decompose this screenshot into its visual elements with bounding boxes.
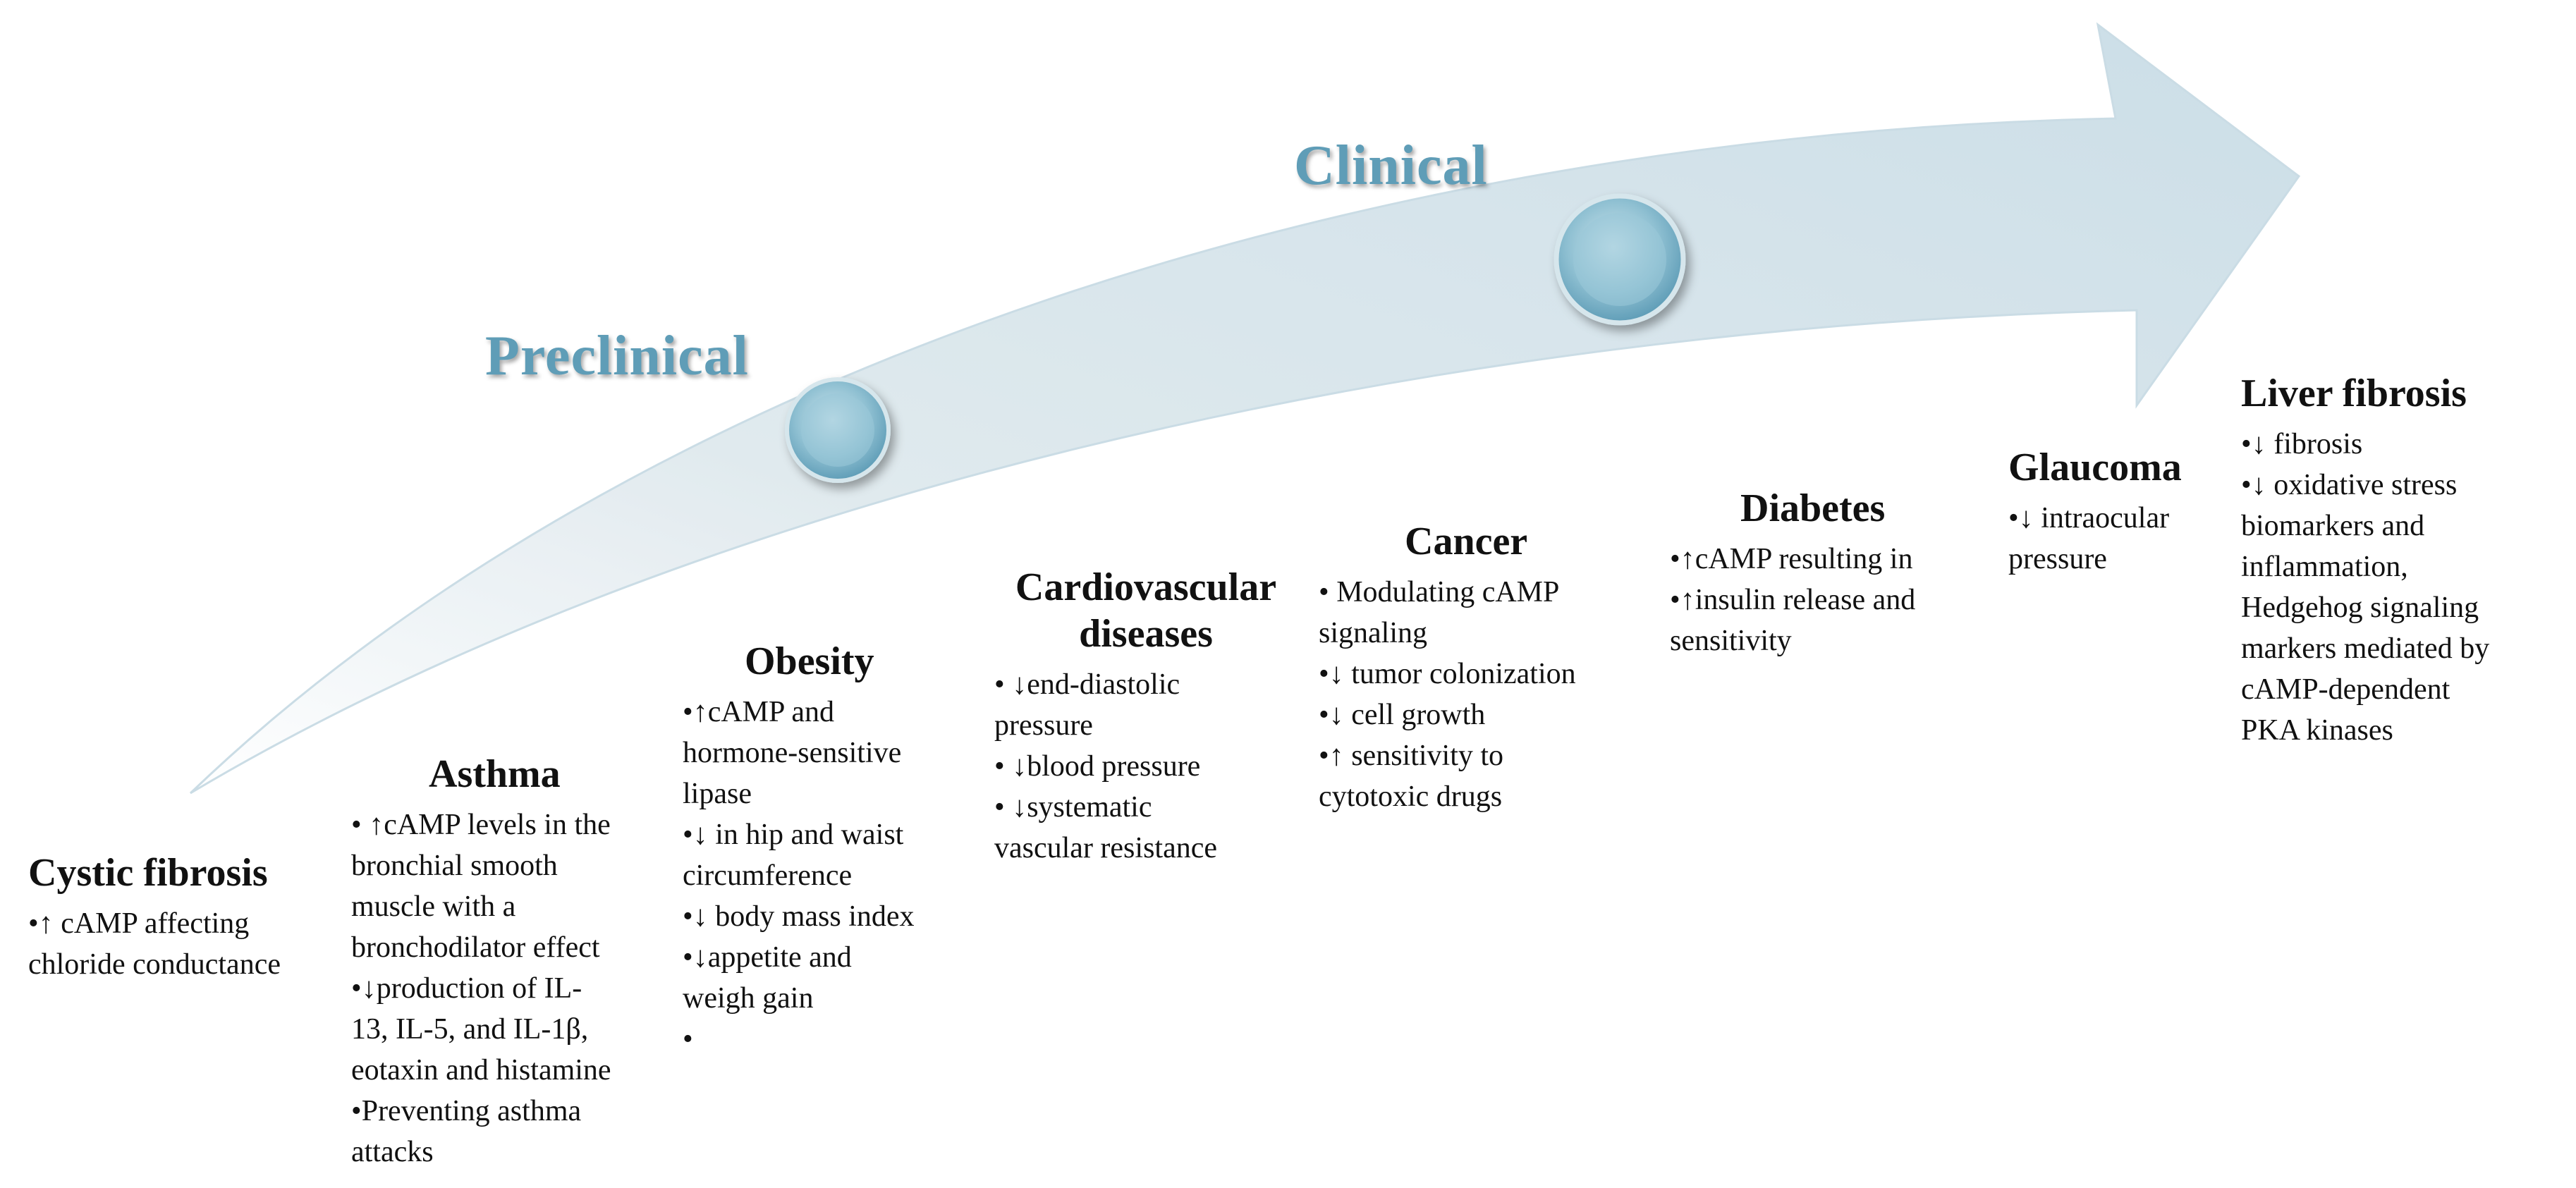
disease-line: •↓ intraocular bbox=[2008, 502, 2170, 534]
disease-diabetes: Diabetes •↑cAMP resulting in •↑insulin r… bbox=[1670, 485, 1915, 661]
disease-line: 13, IL-5, and IL-1β, bbox=[351, 1013, 589, 1046]
disease-line: pressure bbox=[994, 709, 1093, 742]
disease-line: inflammation, bbox=[2241, 551, 2408, 583]
disease-title: Cardiovascular diseases bbox=[994, 564, 1298, 657]
disease-line: •↑cAMP and bbox=[683, 696, 834, 728]
disease-line: lipase bbox=[683, 778, 752, 810]
disease-liver-fibrosis: Liver fibrosis •↓ fibrosis •↓ oxidative … bbox=[2241, 370, 2489, 751]
disease-line: •↓ fibrosis bbox=[2241, 428, 2363, 460]
disease-title: Asthma bbox=[429, 752, 561, 796]
disease-cancer: Cancer • Modulating cAMP signaling •↓ tu… bbox=[1319, 518, 1576, 817]
disease-title: Liver fibrosis bbox=[2241, 372, 2467, 415]
disease-line: •↓production of IL- bbox=[351, 972, 582, 1005]
disease-glaucoma: Glaucoma •↓ intraocular pressure bbox=[2008, 444, 2182, 580]
disease-line: • ↓blood pressure bbox=[994, 750, 1201, 783]
disease-title: Diabetes bbox=[1740, 486, 1886, 530]
disease-title: Glaucoma bbox=[2008, 446, 2182, 489]
disease-line: •Preventing asthma bbox=[351, 1095, 582, 1127]
disease-line: •↓ cell growth bbox=[1319, 699, 1486, 731]
disease-title-line: diseases bbox=[1079, 612, 1213, 656]
disease-line: •↑ sensitivity to bbox=[1319, 740, 1504, 772]
disease-line: • ↑cAMP levels in the bbox=[351, 809, 611, 841]
disease-line: cAMP-dependent bbox=[2241, 673, 2450, 706]
disease-line: biomarkers and bbox=[2241, 510, 2425, 542]
disease-line: •↓ in hip and waist bbox=[683, 819, 904, 851]
disease-line: •↓appetite and bbox=[683, 941, 852, 974]
disease-line: •↑cAMP resulting in bbox=[1670, 543, 1913, 575]
arrow-body bbox=[189, 22, 2301, 795]
disease-line: PKA kinases bbox=[2241, 714, 2393, 747]
disease-line: bronchial smooth bbox=[351, 850, 558, 882]
stage-label-clinical: Clinical bbox=[1294, 135, 1488, 197]
disease-line: pressure bbox=[2008, 543, 2107, 575]
disease-obesity: Obesity •↑cAMP and hormone-sensitive lip… bbox=[683, 638, 915, 1060]
disease-line: attacks bbox=[351, 1136, 434, 1168]
disease-line: •↑ cAMP affecting bbox=[28, 907, 250, 940]
disease-line: markers mediated by bbox=[2241, 632, 2490, 665]
disease-line: •↓ tumor colonization bbox=[1319, 658, 1576, 690]
disease-cardiovascular: Cardiovascular diseases • ↓end-diastolic… bbox=[994, 564, 1298, 869]
disease-line: signaling bbox=[1319, 617, 1427, 649]
disease-line: • ↓end-diastolic bbox=[994, 668, 1180, 701]
disease-title: Obesity bbox=[745, 639, 874, 683]
disease-line: weigh gain bbox=[683, 982, 814, 1015]
preclinical-marker bbox=[785, 377, 891, 483]
disease-line: circumference bbox=[683, 859, 853, 892]
disease-line: muscle with a bbox=[351, 890, 516, 923]
disease-line: sensitivity bbox=[1670, 625, 1792, 657]
disease-line: •↓ oxidative stress bbox=[2241, 469, 2458, 501]
disease-asthma: Asthma • ↑cAMP levels in the bronchial s… bbox=[351, 751, 611, 1172]
disease-line: • Modulating cAMP bbox=[1319, 576, 1560, 608]
clinical-marker bbox=[1553, 193, 1686, 326]
disease-line: vascular resistance bbox=[994, 832, 1218, 864]
disease-line: hormone-sensitive bbox=[683, 737, 902, 769]
disease-line: • bbox=[683, 1023, 693, 1055]
disease-line: cytotoxic drugs bbox=[1319, 780, 1503, 813]
disease-line: •↑insulin release and bbox=[1670, 584, 1916, 616]
stage-label-preclinical: Preclinical bbox=[485, 325, 749, 387]
disease-title: Cystic fibrosis bbox=[28, 851, 268, 895]
disease-cystic-fibrosis: Cystic fibrosis •↑ cAMP affecting chlori… bbox=[28, 850, 281, 985]
disease-line: chloride conductance bbox=[28, 948, 281, 981]
disease-line: bronchodilator effect bbox=[351, 931, 600, 964]
disease-line: eotaxin and histamine bbox=[351, 1054, 611, 1086]
disease-title-line: Cardiovascular bbox=[1015, 565, 1277, 609]
disease-line: • ↓systematic bbox=[994, 791, 1152, 823]
disease-title: Cancer bbox=[1405, 520, 1528, 563]
disease-line: •↓ body mass index bbox=[683, 900, 915, 933]
disease-line: Hedgehog signaling bbox=[2241, 592, 2479, 624]
